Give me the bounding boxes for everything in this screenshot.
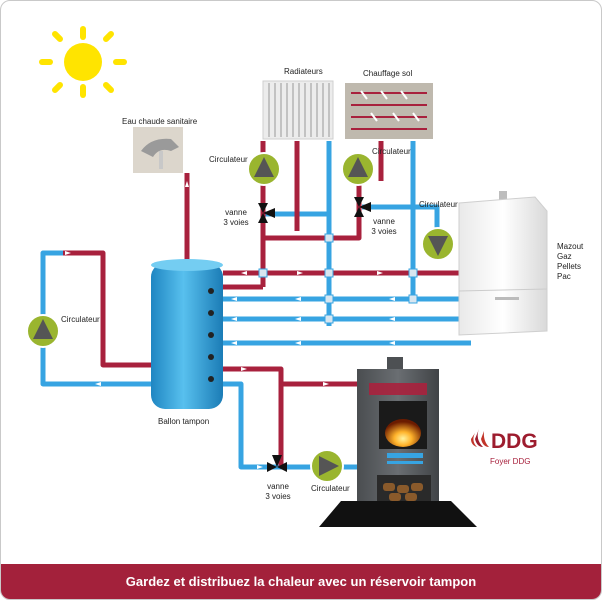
- sun-icon: [39, 26, 127, 98]
- pump-rad-label: Circulateur: [209, 155, 248, 164]
- pump-left-label: Circulateur: [61, 315, 100, 324]
- pump-stove-label: Circulateur: [311, 484, 350, 493]
- pump-boiler-label: Circulateur: [419, 200, 458, 209]
- three-way-valve-icon: [258, 203, 275, 223]
- tap-image: [133, 127, 183, 173]
- floor-heating-label: Chauffage sol: [363, 69, 413, 78]
- circulator-pump-icon: [421, 227, 455, 261]
- radiator-image: [262, 80, 334, 140]
- circulator-pump-icon: [341, 152, 375, 186]
- valve-left-label: vanne 3 voies: [223, 208, 249, 227]
- flow-arrows: [65, 167, 395, 469]
- circulator-pump-icon: [310, 449, 344, 483]
- footer-caption: Gardez et distribuez la chaleur avec un …: [1, 564, 601, 599]
- boiler-types-label: Mazout Gaz Pellets Pac: [557, 242, 584, 281]
- pump-floor-label: Circulateur: [372, 147, 411, 156]
- floor-heating-image: [345, 83, 433, 139]
- pipe-joints: [258, 233, 418, 324]
- heating-diagram: [26, 26, 548, 527]
- three-way-valve-icon: [354, 197, 371, 217]
- valve-right-label: vanne 3 voies: [371, 217, 397, 236]
- three-way-valve-icon: [267, 455, 287, 472]
- valve-bottom-label: vanne 3 voies: [265, 482, 291, 501]
- circulator-pump-icon: [247, 152, 281, 186]
- stove-image: [319, 357, 477, 527]
- buffer-tank-image: [151, 259, 223, 409]
- boiler-image: [458, 191, 548, 336]
- stove-label: Foyer DDG: [490, 457, 531, 466]
- radiators-label: Radiateurs: [284, 67, 323, 76]
- tank-label: Ballon tampon: [158, 417, 210, 426]
- circulator-pump-icon: [26, 314, 60, 348]
- ddg-logo-text: DDG: [491, 430, 538, 453]
- hot-water-label: Eau chaude sanitaire: [122, 117, 198, 126]
- ddg-logo-icon: [471, 429, 489, 447]
